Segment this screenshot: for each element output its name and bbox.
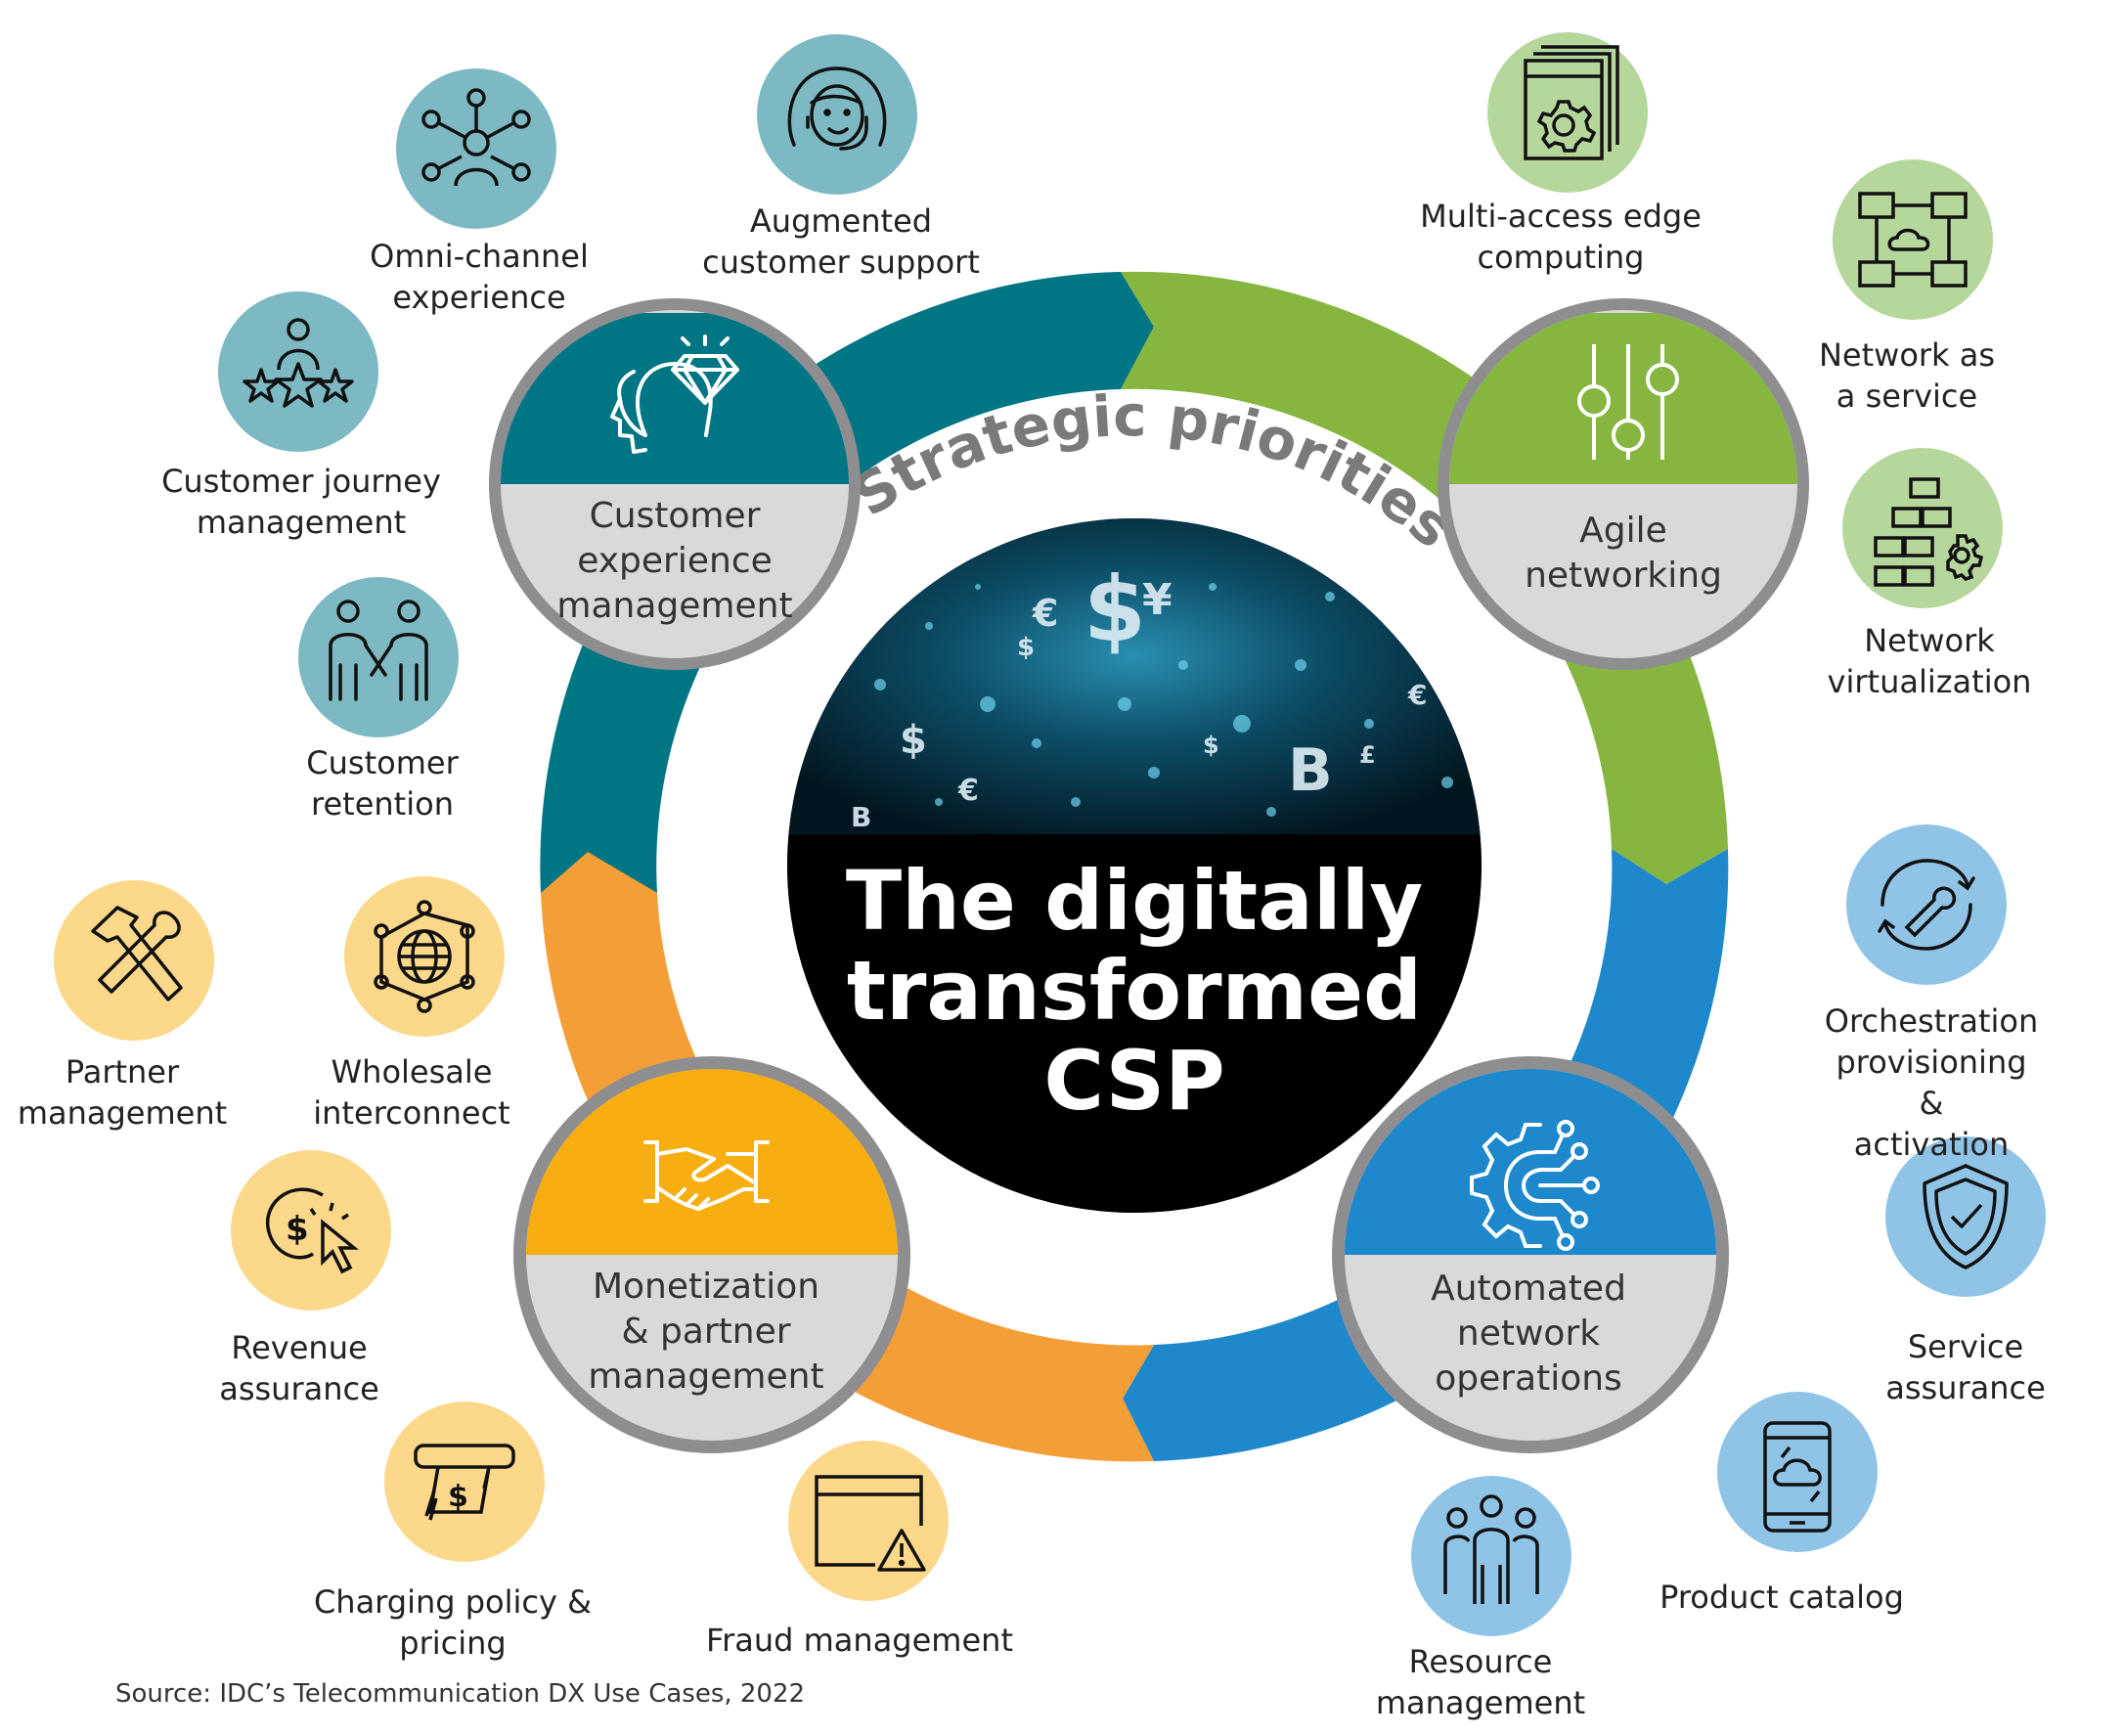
svg-text:¥: ¥ bbox=[1142, 575, 1173, 625]
hub-label-monetization: Monetization & partner management bbox=[588, 1267, 824, 1397]
label-nfv: Network virtualization bbox=[1827, 622, 2032, 700]
label-product-catalog: Product catalog bbox=[1659, 1579, 1904, 1616]
head-diamond-icon bbox=[610, 334, 739, 454]
label-resource: Resource management bbox=[1375, 1643, 1586, 1721]
label-orchestration: Orchestration provisioning & activation bbox=[1824, 1002, 2039, 1163]
hub-label-customer: Customer experience management bbox=[556, 496, 793, 626]
dollar-cursor-icon: $ bbox=[266, 1187, 359, 1274]
label-charging: Charging policy & pricing bbox=[313, 1583, 593, 1662]
currency-symbols: $ ¥ € B $ € B $ € $ £ bbox=[851, 557, 1427, 833]
circle-charging: $ bbox=[384, 1402, 545, 1562]
window-warning-icon bbox=[815, 1475, 926, 1572]
label-wholesale: Wholesale interconnect bbox=[313, 1053, 510, 1132]
hub-agile-networking bbox=[1438, 298, 1809, 670]
circle-resource bbox=[1411, 1476, 1571, 1636]
cycle-wrench-icon bbox=[1878, 859, 1975, 951]
circle-revenue: $ bbox=[231, 1150, 391, 1311]
svg-text:B: B bbox=[1288, 736, 1333, 805]
circle-wholesale bbox=[344, 876, 505, 1037]
person-stars-icon bbox=[243, 318, 354, 408]
circle-service-assurance bbox=[1885, 1136, 2046, 1297]
label-naas: Network as a service bbox=[1818, 336, 1996, 415]
shield-check-icon bbox=[1923, 1164, 2009, 1269]
circle-product-catalog bbox=[1717, 1392, 1878, 1552]
label-journey: Customer journey management bbox=[161, 463, 441, 541]
gear-circuit-icon bbox=[1470, 1120, 1600, 1251]
source-note: Source: IDC’s Telecommunication DX Use C… bbox=[115, 1679, 806, 1709]
sliders-icon bbox=[1577, 344, 1679, 460]
svg-text:$: $ bbox=[900, 718, 927, 763]
circle-omni-channel bbox=[396, 68, 556, 229]
handshake-icon bbox=[643, 1140, 770, 1211]
headset-person-icon bbox=[787, 67, 887, 151]
label-retention: Customer retention bbox=[306, 744, 459, 823]
money-stack-icon: $ bbox=[414, 1444, 515, 1521]
svg-text:€: € bbox=[1032, 592, 1058, 635]
svg-text:$: $ bbox=[1203, 732, 1219, 759]
blocks-gear-icon bbox=[1874, 477, 1984, 587]
hub-monetization bbox=[513, 1056, 910, 1453]
svg-text:$: $ bbox=[1017, 633, 1035, 662]
label-partner: Partner management bbox=[17, 1053, 228, 1132]
svg-text:$: $ bbox=[1084, 557, 1146, 662]
hammer-wrench-icon bbox=[91, 906, 183, 1002]
label-omni-channel: Omni-channel experience bbox=[370, 238, 589, 316]
hub-label-automated: Automated network operations bbox=[1431, 1269, 1626, 1399]
svg-text:$: $ bbox=[286, 1210, 309, 1249]
globe-nodes-icon bbox=[374, 900, 475, 1013]
label-fraud: Fraud management bbox=[706, 1622, 1013, 1659]
svg-text:€: € bbox=[1407, 679, 1427, 711]
circle-fraud bbox=[788, 1441, 949, 1601]
people-group-icon bbox=[1443, 1494, 1539, 1604]
svg-text:£: £ bbox=[1359, 741, 1376, 769]
label-mec: Multi-access edge computing bbox=[1420, 198, 1702, 276]
phone-cloud-icon bbox=[1763, 1421, 1832, 1533]
hub-customer-experience bbox=[489, 298, 861, 670]
circle-retention bbox=[298, 577, 459, 737]
svg-text:$: $ bbox=[448, 1480, 468, 1514]
window-gear-icon bbox=[1524, 45, 1619, 160]
network-cloud-icon bbox=[1858, 192, 1968, 288]
svg-text:B: B bbox=[851, 801, 871, 833]
label-augmented-support: Augmented customer support bbox=[702, 202, 980, 281]
circle-nfv bbox=[1842, 448, 2003, 608]
network-person-icon bbox=[421, 88, 531, 187]
center-title: The digitally transformed CSP bbox=[845, 853, 1424, 1129]
hub-label-agile: Agile networking bbox=[1525, 511, 1722, 596]
circle-mec bbox=[1487, 32, 1648, 193]
holding-hands-icon bbox=[329, 600, 428, 701]
circle-augmented-support bbox=[757, 34, 917, 195]
label-service-assurance: Service assurance bbox=[1885, 1328, 2046, 1406]
bokeh-dots bbox=[874, 583, 1453, 817]
circle-partner bbox=[54, 880, 214, 1041]
circle-naas bbox=[1833, 159, 1993, 320]
label-revenue: Revenue assurance bbox=[219, 1329, 379, 1407]
svg-text:€: € bbox=[957, 774, 979, 808]
hub-automated-network bbox=[1332, 1056, 1729, 1453]
circle-journey bbox=[218, 291, 378, 452]
circle-orchestration bbox=[1846, 824, 2007, 985]
